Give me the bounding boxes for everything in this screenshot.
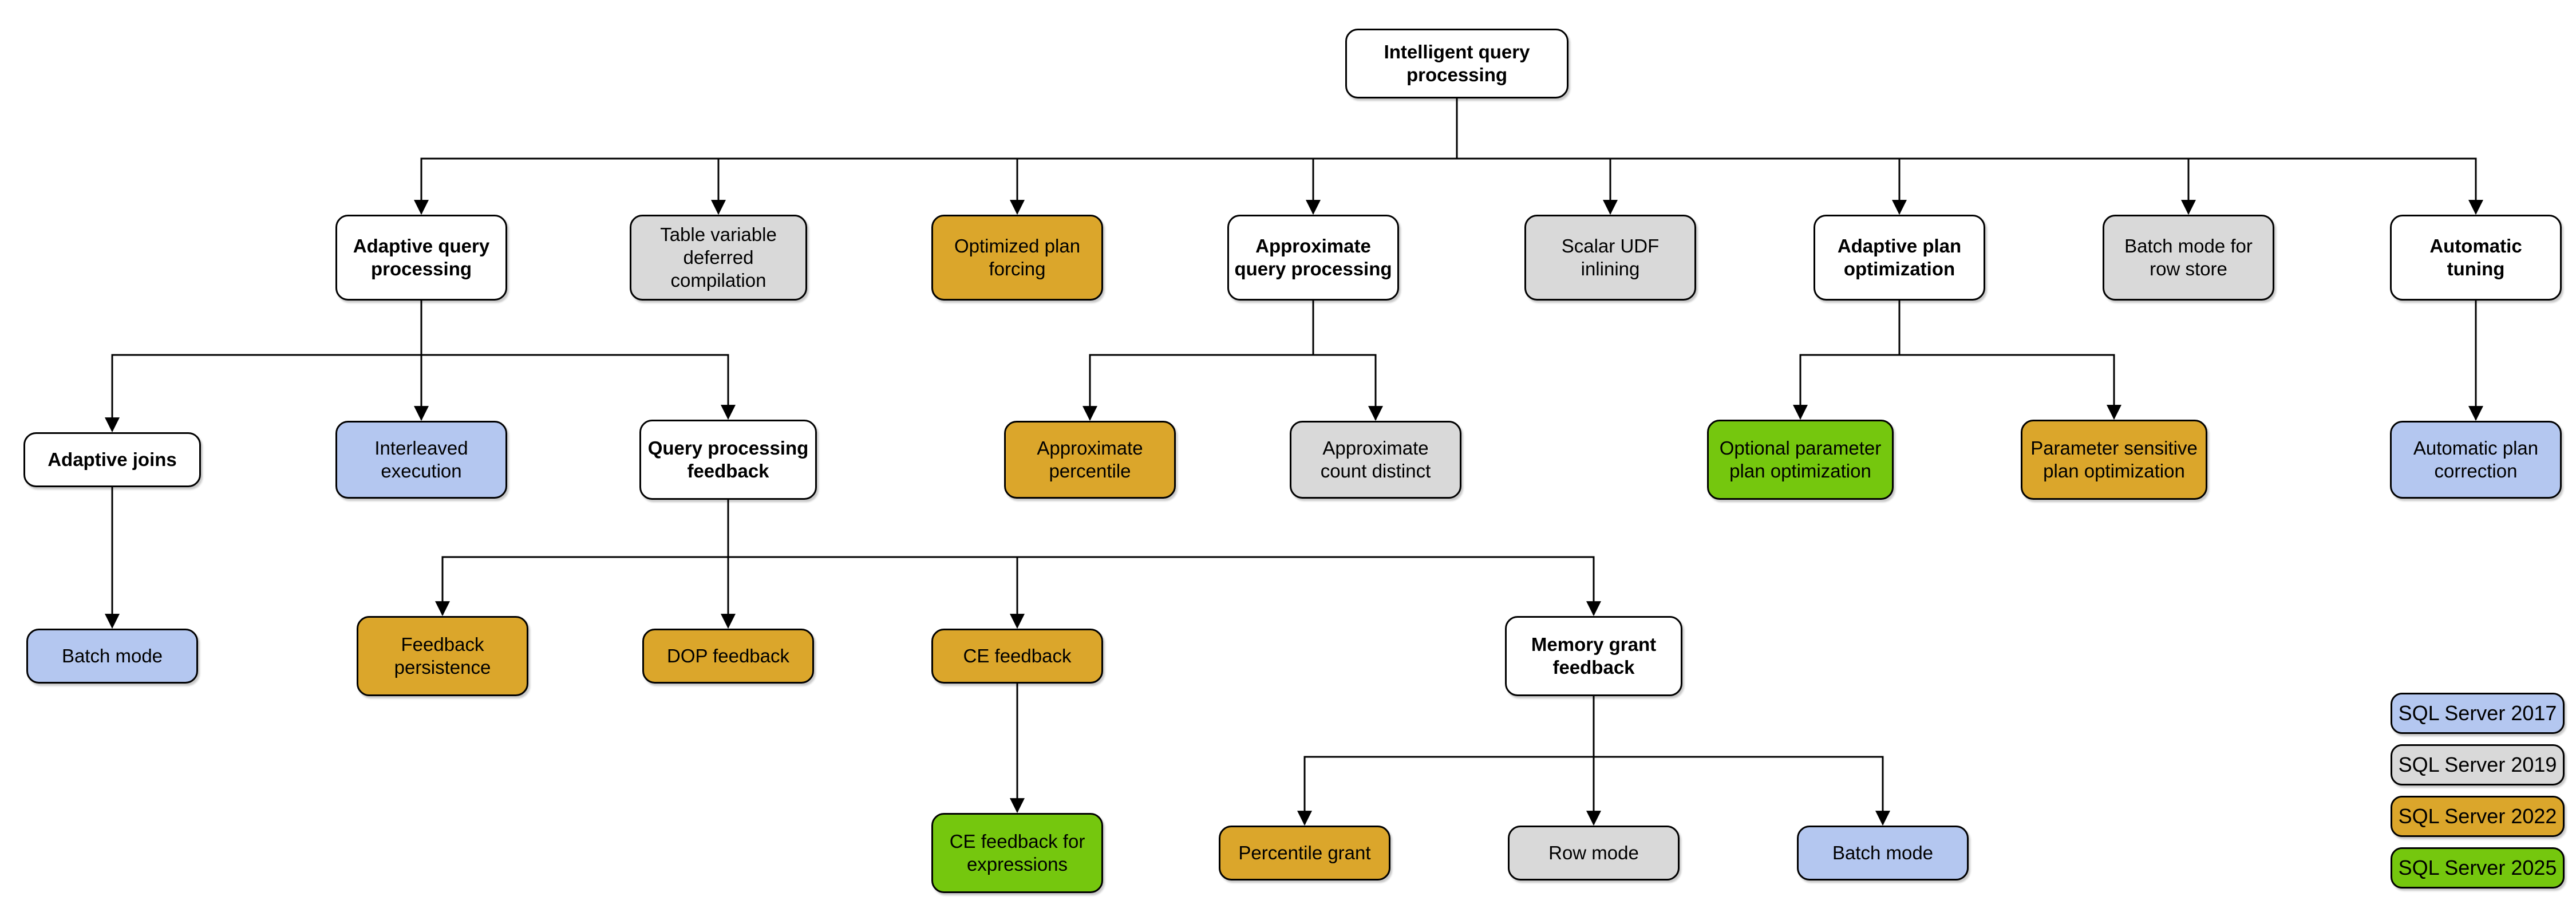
legend-v2025: SQL Server 2025: [2391, 847, 2565, 889]
node-acd: Approximate count distinct: [1290, 421, 1461, 499]
node-aqp: Adaptive query processing: [335, 215, 507, 301]
node-bmrs: Batch mode for row store: [2103, 215, 2274, 301]
node-qpf: Query processing feedback: [639, 420, 817, 500]
node-sudf: Scalar UDF inlining: [1524, 215, 1696, 301]
node-cef: CE feedback: [931, 629, 1103, 684]
legend-v2019: SQL Server 2019: [2391, 744, 2565, 785]
node-rm: Row mode: [1508, 826, 1680, 881]
node-fp: Feedback persistence: [357, 616, 528, 696]
node-oppo: Optional parameter plan optimization: [1707, 420, 1894, 500]
node-bm1: Batch mode: [26, 629, 198, 684]
node-root: Intelligent query processing: [1345, 29, 1568, 98]
node-apc: Automatic plan correction: [2390, 421, 2562, 499]
node-bm2: Batch mode: [1797, 826, 1969, 881]
node-pspo: Parameter sensitive plan optimization: [2021, 420, 2207, 500]
node-ap: Approximate percentile: [1004, 421, 1176, 499]
node-opf: Optimized plan forcing: [931, 215, 1103, 301]
legend-v2022: SQL Server 2022: [2391, 796, 2565, 837]
node-aj: Adaptive joins: [23, 432, 201, 487]
node-cefe: CE feedback for expressions: [931, 813, 1103, 893]
node-mgf: Memory grant feedback: [1505, 616, 1682, 696]
node-apo: Adaptive plan optimization: [1814, 215, 1985, 301]
node-tvdc: Table variable deferred compilation: [630, 215, 807, 301]
node-aqproc: Approximate query processing: [1227, 215, 1399, 301]
legend-v2017: SQL Server 2017: [2391, 693, 2565, 734]
node-at: Automatic tuning: [2390, 215, 2562, 301]
node-dop: DOP feedback: [642, 629, 814, 684]
node-pg: Percentile grant: [1219, 826, 1390, 881]
node-ie: Interleaved execution: [335, 421, 507, 499]
